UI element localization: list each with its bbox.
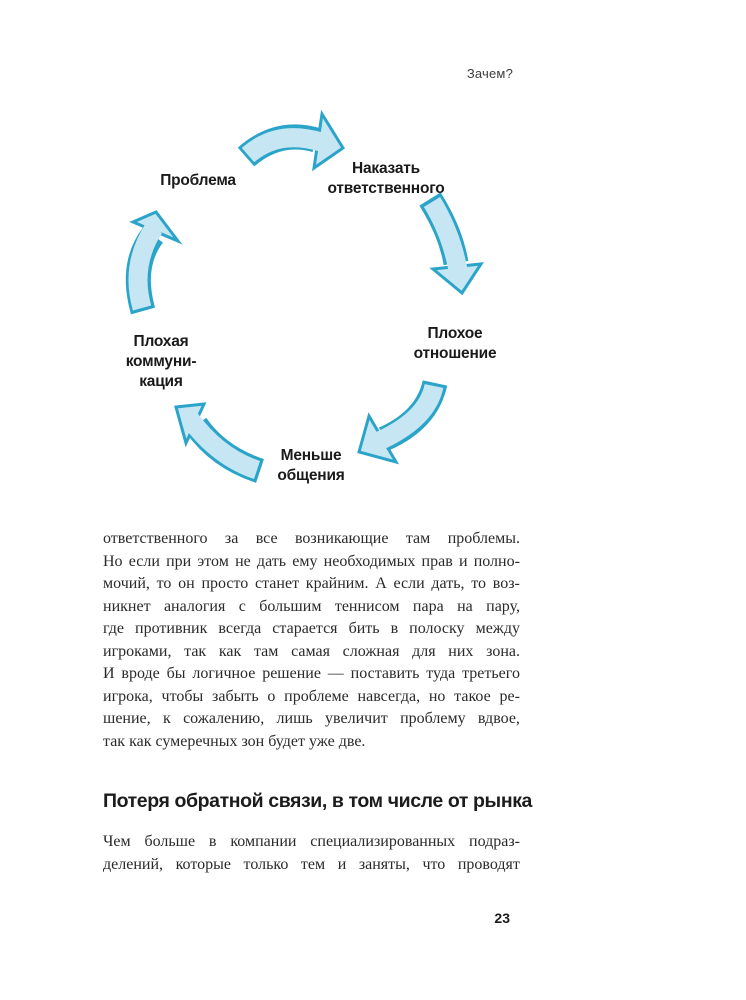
- diagram-label-line: Наказать: [351, 160, 421, 177]
- cycle-arrows-canvas: [125, 109, 484, 483]
- diagram-label-bad-attitude: Плохое отношение: [414, 324, 497, 364]
- diagram-label-line: Плохая: [133, 333, 189, 350]
- diagram-label-line: отношение: [413, 345, 497, 362]
- text-line: так как сумеречных зон будет уже две.: [103, 732, 366, 750]
- diagram-label-line: коммуни-: [125, 353, 197, 370]
- diagram-label-line: Меньше: [280, 447, 342, 464]
- running-head: Зачем?: [466, 66, 513, 81]
- diagram-label-bad-communication: Плохая коммуни- кация: [126, 332, 197, 392]
- diagram-label-line: кация: [139, 373, 183, 390]
- diagram-label-line: Плохое: [427, 325, 483, 342]
- arrow-top-icon: [237, 109, 346, 172]
- arrow-right-icon: [419, 192, 484, 296]
- section-heading: Потеря обратной связи, в том числе от ры…: [103, 790, 532, 812]
- diagram-label-line: общения: [277, 467, 345, 484]
- diagram-label-less-interaction: Меньше общения: [277, 446, 344, 486]
- page-number: 23: [494, 910, 510, 926]
- arrow-bottom-right-icon: [357, 379, 448, 465]
- diagram-label-problem: Проблема: [160, 171, 236, 191]
- arrow-left-icon: [125, 210, 183, 315]
- diagram-label-line: ответственного: [327, 180, 445, 197]
- cycle-diagram: Проблема Наказать ответственного Плохое …: [100, 95, 520, 505]
- diagram-label-punish-responsible: Наказать ответственного: [327, 159, 444, 199]
- diagram-label-line: Проблема: [160, 172, 236, 189]
- arrow-bottom-left-icon: [174, 402, 265, 483]
